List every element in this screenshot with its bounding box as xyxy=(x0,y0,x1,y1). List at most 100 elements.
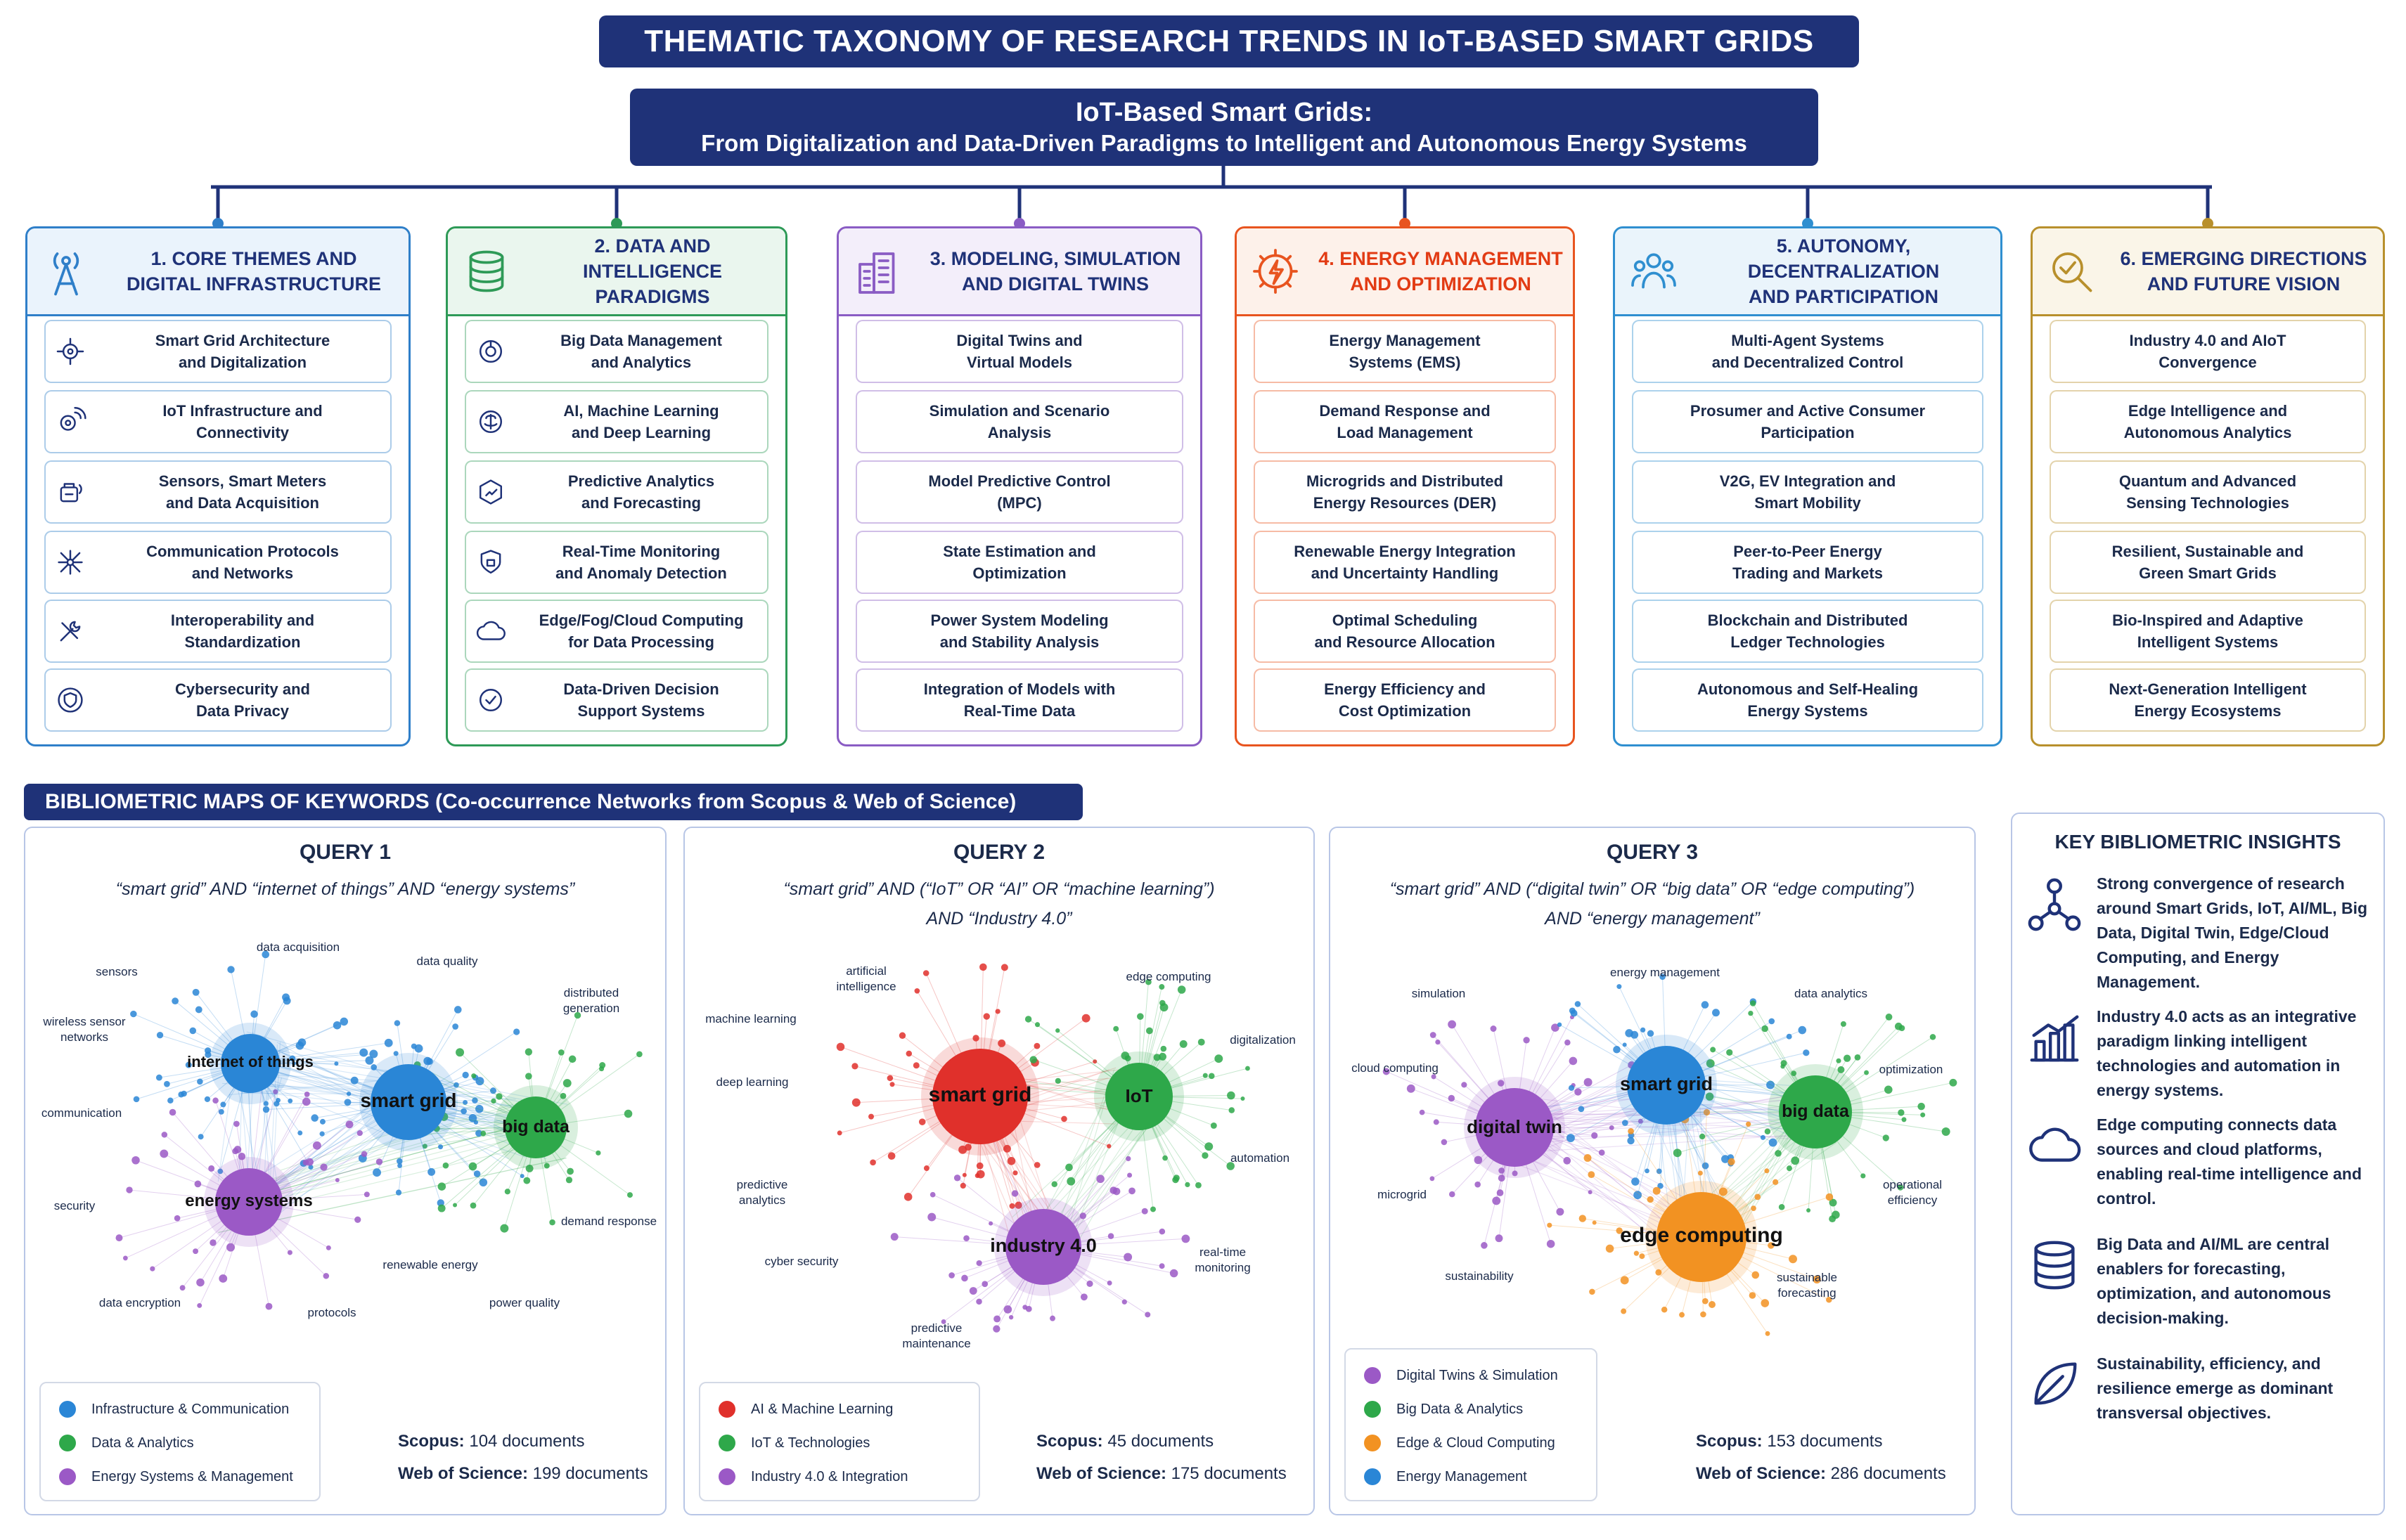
tools-icon xyxy=(46,615,95,647)
keyword-label: optimization xyxy=(1879,1063,1943,1076)
taxonomy-item-label: Interoperability and Standardization xyxy=(170,612,315,651)
legend-item: IoT & Technologies xyxy=(700,1426,979,1460)
wos-count: 199 documents xyxy=(532,1464,648,1483)
legend-label: IoT & Technologies xyxy=(751,1435,870,1451)
monitor-icon xyxy=(466,546,515,578)
keyword-label: operational efficiency xyxy=(1882,1178,1943,1207)
brain-icon xyxy=(466,406,515,438)
column-title: 6. EMERGING DIRECTIONS AND FUTURE VISION xyxy=(2120,248,2367,295)
query-text-line1: “smart grid” AND (“digital twin” OR “big… xyxy=(1389,879,1915,899)
legend-item: Digital Twins & Simulation xyxy=(1346,1359,1596,1392)
legend-item: Data & Analytics xyxy=(41,1426,319,1460)
taxonomy-item-label: Blockchain and Distributed Ledger Techno… xyxy=(1707,612,1908,651)
taxonomy-item-label: Prosumer and Active Consumer Participati… xyxy=(1690,402,1926,441)
taxonomy-item: Energy Management Systems (EMS) xyxy=(1254,320,1556,383)
taxonomy-item-label: Industry 4.0 and AIoT Convergence xyxy=(2129,332,2286,371)
taxonomy-item-label: Edge/Fog/Cloud Computing for Data Proces… xyxy=(539,612,744,651)
taxonomy-item-label: Data-Driven Decision Support Systems xyxy=(563,680,719,720)
insight-text: Strong convergence of research around Sm… xyxy=(2097,874,2368,991)
insight-text: Big Data and AI/ML are central enablers … xyxy=(2097,1235,2331,1327)
keyword-label: demand response xyxy=(560,1215,657,1228)
forecast-icon xyxy=(466,476,515,508)
column-title: 2. DATA AND INTELLIGENCE PARADIGMS xyxy=(582,235,722,307)
insight-text: Edge computing connects data sources and… xyxy=(2097,1115,2362,1208)
main-theme-box: IoT-Based Smart Grids: From Digitalizati… xyxy=(630,89,1818,166)
taxonomy-item: Integration of Models with Real-Time Dat… xyxy=(856,668,1183,732)
cluster-label: smart grid xyxy=(1619,1073,1713,1095)
taxonomy-item-label: Energy Management Systems (EMS) xyxy=(1329,332,1481,371)
keyword-label: power quality xyxy=(489,1296,560,1309)
taxonomy-item-label: Digital Twins and Virtual Models xyxy=(956,332,1083,371)
taxonomy-item: Bio-Inspired and Adaptive Intelligent Sy… xyxy=(2050,600,2366,663)
insight-item: Edge computing connects data sources and… xyxy=(2012,1113,2384,1211)
taxonomy-item: Data-Driven Decision Support Systems xyxy=(465,668,768,732)
taxonomy-item: State Estimation and Optimization xyxy=(856,531,1183,594)
query-panel-2: QUERY 2 “smart grid” AND (“IoT” OR “AI” … xyxy=(683,827,1315,1515)
query-stats: Scopus: 104 documents Web of Science: 19… xyxy=(398,1425,648,1490)
energy-gear-icon xyxy=(1237,247,1314,296)
legend-swatch xyxy=(1364,1367,1381,1384)
taxonomy-item: Blockchain and Distributed Ledger Techno… xyxy=(1632,600,1983,663)
query-title: QUERY 2 xyxy=(953,841,1046,864)
cloud-icon xyxy=(2012,1113,2097,1175)
cluster-node xyxy=(1475,1088,1554,1167)
insight-text: Industry 4.0 acts as an integrative para… xyxy=(2097,1007,2357,1099)
taxonomy-column-4: 4. ENERGY MANAGEMENT AND OPTIMIZATION En… xyxy=(1235,226,1575,746)
keyword-label: sustainability xyxy=(1445,1269,1514,1283)
taxonomy-item-label: Real-Time Monitoring and Anomaly Detecti… xyxy=(555,543,727,582)
taxonomy-item-label: Communication Protocols and Networks xyxy=(146,543,339,582)
taxonomy-item: Prosumer and Active Consumer Participati… xyxy=(1632,390,1983,453)
taxonomy-item: Multi-Agent Systems and Decentralized Co… xyxy=(1632,320,1983,383)
taxonomy-item: Sensors, Smart Meters and Data Acquisiti… xyxy=(44,460,392,524)
legend-swatch xyxy=(1364,1435,1381,1451)
taxonomy-item-label: AI, Machine Learning and Deep Learning xyxy=(563,402,719,441)
cluster-node xyxy=(1105,1063,1173,1130)
main-theme-line1: IoT-Based Smart Grids: xyxy=(1075,98,1373,127)
cluster-label: edge computing xyxy=(1620,1224,1783,1247)
legend-item: Edge & Cloud Computing xyxy=(1346,1426,1596,1460)
taxonomy-item-label: Renewable Energy Integration and Uncerta… xyxy=(1294,543,1516,582)
database-icon xyxy=(448,247,525,296)
query-stats: Scopus: 45 documents Web of Science: 175… xyxy=(1036,1425,1287,1490)
legend-label: Digital Twins & Simulation xyxy=(1396,1367,1558,1383)
cluster-label: big data xyxy=(502,1116,570,1137)
keyword-label: cloud computing xyxy=(1351,1061,1439,1075)
taxonomy-item-label: Sensors, Smart Meters and Data Acquisiti… xyxy=(158,472,327,512)
keyword-label: renewable energy xyxy=(382,1258,478,1272)
page-title: THEMATIC TAXONOMY OF RESEARCH TRENDS IN … xyxy=(599,15,1859,67)
taxonomy-column-3: 3. MODELING, SIMULATION AND DIGITAL TWIN… xyxy=(837,226,1202,746)
column-title: 3. MODELING, SIMULATION AND DIGITAL TWIN… xyxy=(929,248,1181,295)
legend-item: Energy Systems & Management xyxy=(41,1460,319,1494)
sensor-icon xyxy=(46,476,95,508)
taxonomy-item-label: Big Data Management and Analytics xyxy=(560,332,722,371)
taxonomy-item: Autonomous and Self-Healing Energy Syste… xyxy=(1632,668,1983,732)
bibliometric-section-title: BIBLIOMETRIC MAPS OF KEYWORDS (Co-occurr… xyxy=(24,784,1083,820)
taxonomy-item-label: Simulation and Scenario Analysis xyxy=(929,402,1110,441)
vision-icon xyxy=(2033,247,2110,296)
shield-icon xyxy=(46,684,95,716)
insight-item: Sustainability, efficiency, and resilien… xyxy=(2012,1352,2384,1425)
taxonomy-item: Model Predictive Control (MPC) xyxy=(856,460,1183,524)
wos-label: Web of Science: xyxy=(1696,1464,1826,1483)
taxonomy-item: Interoperability and Standardization xyxy=(44,600,392,663)
keyword-label: artificial intelligence xyxy=(836,964,896,993)
taxonomy-item: Digital Twins and Virtual Models xyxy=(856,320,1183,383)
taxonomy-item: Cybersecurity and Data Privacy xyxy=(44,668,392,732)
keyword-label: wireless sensor networks xyxy=(43,1015,126,1044)
keyword-label: simulation xyxy=(1411,987,1466,1000)
taxonomy-item-label: Cybersecurity and Data Privacy xyxy=(175,680,310,720)
antenna-icon xyxy=(27,247,105,296)
wos-count: 286 documents xyxy=(1830,1464,1946,1483)
keyword-label: energy management xyxy=(1610,966,1720,979)
taxonomy-item-label: Smart Grid Architecture and Digitalizati… xyxy=(155,332,330,371)
scopus-count: 104 documents xyxy=(469,1432,585,1451)
keyword-label: edge computing xyxy=(1126,970,1211,983)
decision-icon xyxy=(466,684,515,716)
legend-swatch xyxy=(1364,1401,1381,1418)
insights-panel: KEY BIBLIOMETRIC INSIGHTS Strong converg… xyxy=(2011,813,2385,1515)
taxonomy-item: Peer-to-Peer Energy Trading and Markets xyxy=(1632,531,1983,594)
taxonomy-item: Edge/Fog/Cloud Computing for Data Proces… xyxy=(465,600,768,663)
taxonomy-item-label: IoT Infrastructure and Connectivity xyxy=(162,402,323,441)
keyword-label: sustainable forecasting xyxy=(1776,1271,1837,1300)
